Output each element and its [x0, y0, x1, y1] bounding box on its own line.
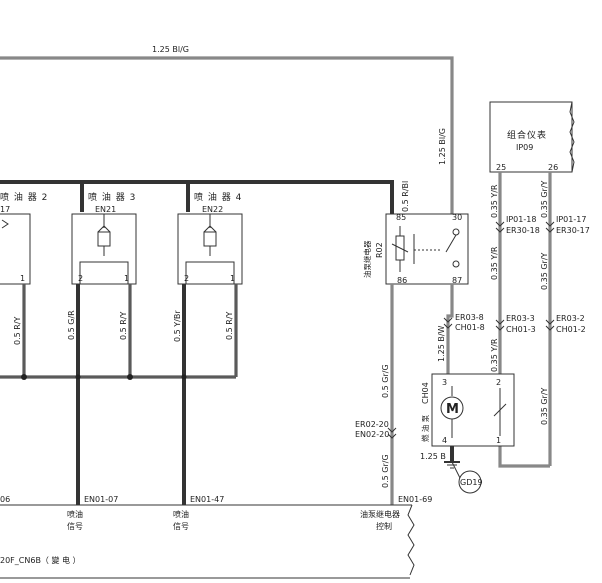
relay-box: [385, 213, 469, 285]
cluster-pin-25: 25: [496, 163, 506, 172]
relay-pin-86: 86: [397, 276, 407, 285]
ecu-pin-69: EN01-69: [398, 495, 432, 504]
injector-4-pin1: 1: [230, 274, 235, 283]
ch01-2: CH01-2: [556, 325, 586, 334]
injector-4-arrow: [203, 225, 217, 233]
pump-name: 燃 油 泵: [420, 414, 430, 442]
cluster-code: IP09: [516, 143, 533, 152]
injector-3-code: EN21: [95, 205, 116, 214]
injector-2-box: [0, 213, 31, 285]
gy-label-1: 0.5 Gr/G: [381, 364, 390, 398]
sig2-b: 信号: [173, 521, 189, 531]
er30-17: ER30-17: [556, 226, 590, 235]
injector-2-symbol: [1, 219, 9, 229]
injector-3-pin1: 1: [124, 274, 129, 283]
top-bl-g-wire: [0, 56, 454, 215]
pump-sensor: [493, 403, 507, 417]
pump-pin-1: 1: [496, 436, 501, 445]
relay-87-wire: [446, 284, 454, 376]
relay-name: 油泵继电器: [362, 240, 372, 278]
cluster-yr-wire: [498, 172, 550, 468]
right-wire-label: 1.25 Bl/G: [438, 128, 447, 165]
injector-3-arrow: [97, 225, 111, 233]
injector-2-pin1: 1: [20, 274, 25, 283]
injector-4-internal: [185, 261, 235, 284]
ch01-8: CH01-8: [455, 323, 485, 332]
injector-power-bus: [0, 180, 394, 215]
relay-contact-87: [452, 260, 460, 268]
fuel-pump-relay: 85 86 30 87 油泵继电器 R02: [362, 213, 469, 285]
ground-wire-label: 1.25 B: [420, 452, 446, 461]
ground-gd19: [458, 470, 482, 494]
injector-4-code: EN22: [202, 205, 223, 214]
ecu-right-edge: [407, 504, 415, 576]
sig3-a: 油泵继电器: [360, 509, 400, 519]
gy-label-2: 0.5 Gr/G: [381, 454, 390, 488]
er02-20: ER02-20: [355, 420, 389, 429]
pump-pin-3: 3: [442, 378, 447, 387]
injector-2-wire-label: 0.5 R/Y: [13, 316, 22, 345]
ip01-17: IP01-17: [556, 215, 586, 224]
ecu-pin-07: EN01-07: [84, 495, 118, 504]
bw-label: 1.25 B/W: [437, 325, 446, 362]
junction-1: [21, 374, 27, 380]
yr-label-2: 0.35 Y/R: [490, 246, 499, 280]
pump-pin-4: 4: [442, 436, 447, 445]
combination-meter: 组合仪表 IP09 25 26: [489, 101, 575, 173]
ecu-title: 20F_CN6B（ 變 电 ）: [0, 555, 81, 565]
sig1-a: 喷油: [67, 509, 83, 519]
ecu-pin-47: EN01-47: [190, 495, 224, 504]
injector-2-code: 17: [0, 205, 10, 214]
er03-8: ER03-8: [455, 313, 484, 322]
fuel-pump: 3 2 4 1 M 燃 油 泵 CH04: [420, 373, 515, 447]
cluster-name: 组合仪表: [507, 129, 547, 141]
ground-label: GD19: [460, 478, 483, 487]
injector-3-name: 喷 油 器 3: [88, 191, 136, 203]
injector-3-wire-a: 0.5 G/R: [67, 310, 76, 340]
ecu-pin-06: 06: [0, 495, 10, 504]
injector-4-pin2: 2: [184, 274, 189, 283]
relay-pin-87: 87: [452, 276, 462, 285]
injector-3-internal: [79, 261, 129, 284]
yr-label-1: 0.35 Y/R: [490, 184, 499, 218]
injector-4-wire-b: 0.5 R/Y: [225, 311, 234, 340]
relay-pin-85: 85: [396, 213, 406, 222]
relay-switch-arm: [445, 234, 457, 253]
relay-code: R02: [375, 242, 384, 258]
sig3-b: 控制: [376, 521, 392, 531]
gry-label-1: 0.35 Gr/Y: [540, 180, 549, 218]
pump-code: CH04: [421, 382, 430, 404]
injector-3-wire-b: 0.5 R/Y: [119, 311, 128, 340]
relay-pin-30: 30: [452, 213, 462, 222]
sig2-a: 喷油: [173, 509, 189, 519]
yr-label-3: 0.35 Y/R: [490, 338, 499, 372]
gry-label-2: 0.35 Gr/Y: [540, 252, 549, 290]
ip01-18: IP01-18: [506, 215, 536, 224]
injector-4: 喷 油 器 4 EN22 2 1 0.5 Y/Br 0.5 R/Y: [173, 191, 243, 505]
injector-3: 喷 油 器 3 EN21 2 1 0.5 G/R 0.5 R/Y: [67, 191, 137, 505]
gry-label-3: 0.35 Gr/Y: [540, 387, 549, 425]
er03-2: ER03-2: [556, 314, 585, 323]
relay-85-wire-label: 0.5 R/Bl: [401, 181, 410, 212]
injector-2-name: 喷 油 器 2: [0, 191, 48, 203]
injector-3-pin2: 2: [78, 274, 83, 283]
er30-18: ER30-18: [506, 226, 540, 235]
sig1-b: 信号: [67, 521, 83, 531]
injector-2: 喷 油 器 2 17 1 0.5 R/Y: [0, 191, 48, 377]
injector-4-name: 喷 油 器 4: [194, 191, 242, 203]
pump-pin-2: 2: [496, 378, 501, 387]
er03-3: ER03-3: [506, 314, 535, 323]
cluster-pin-26: 26: [548, 163, 558, 172]
top-wire-label: 1.25 Bl/G: [152, 45, 189, 54]
en02-20: EN02-20: [355, 430, 389, 439]
injector-4-wire-a: 0.5 Y/Br: [173, 310, 182, 342]
ch01-3: CH01-3: [506, 325, 536, 334]
motor-symbol: M: [446, 402, 459, 417]
junction-2: [127, 374, 133, 380]
